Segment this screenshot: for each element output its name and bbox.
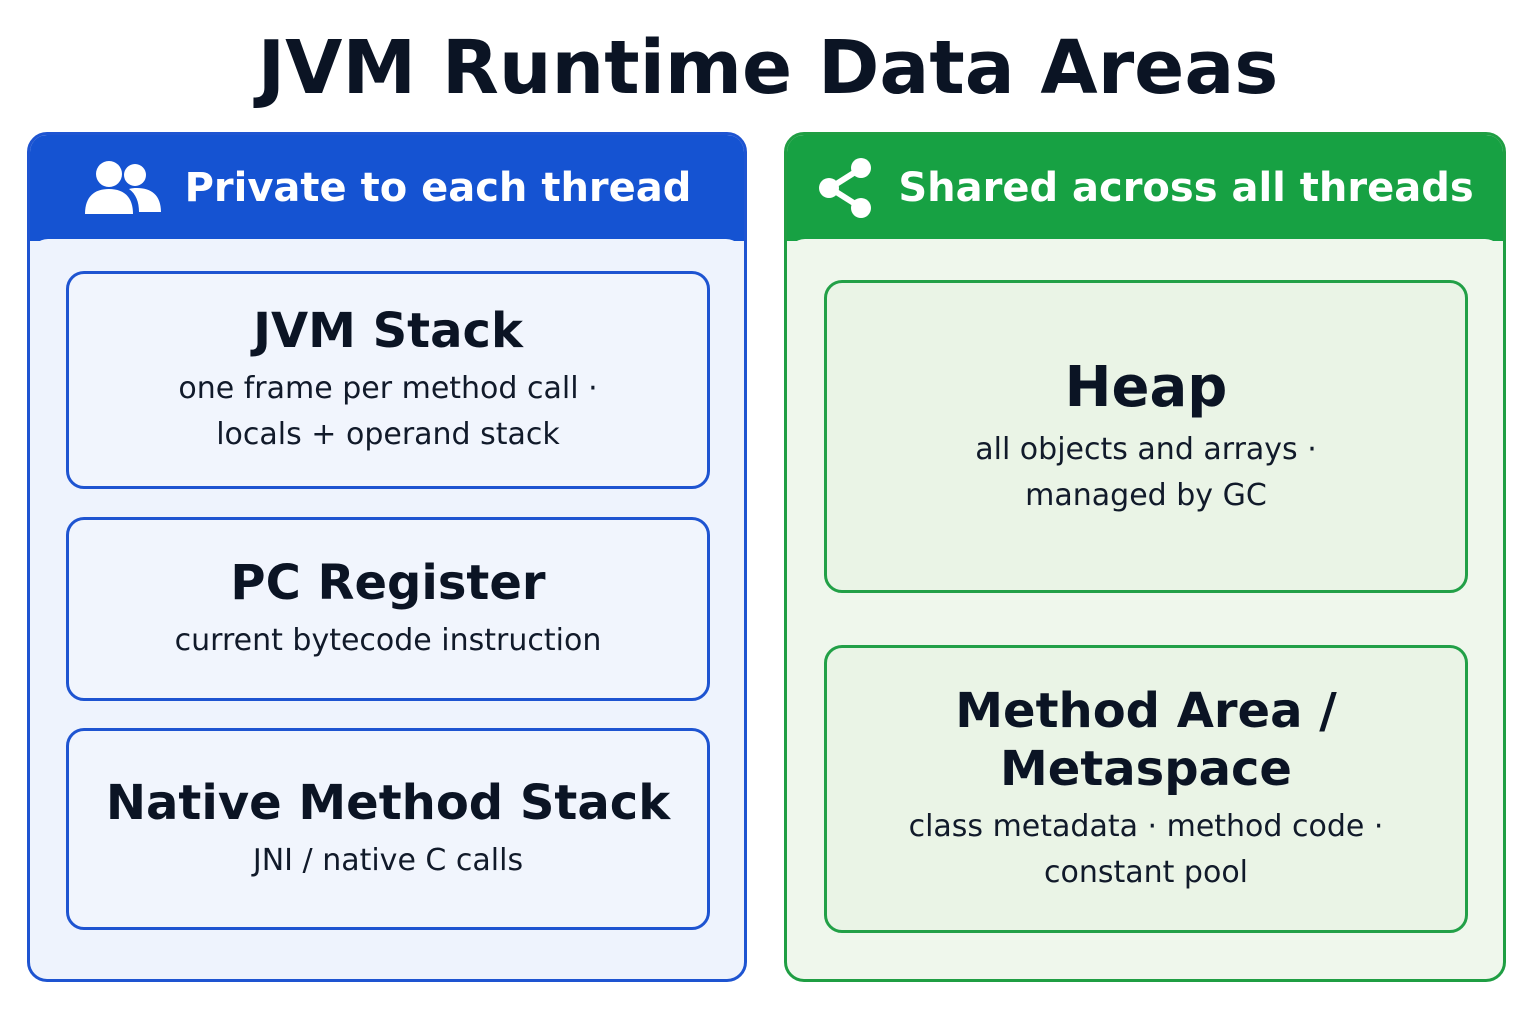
method-area-box: Method Area / Metaspace class metadata ·… [824, 645, 1468, 933]
private-panel-title: Private to each thread [184, 165, 692, 211]
shared-panel-header: Shared across all threads [787, 135, 1503, 241]
jvm-stack-desc-line1: one frame per method call · [178, 371, 598, 406]
diagram-title: JVM Runtime Data Areas [257, 25, 1279, 111]
jvm-stack-desc-line2: locals + operand stack [216, 417, 560, 452]
private-panel: Private to each thread JVM Stack one fra… [27, 132, 747, 982]
private-panel-header: Private to each thread [30, 135, 744, 241]
shared-panel-title: Shared across all threads [898, 165, 1474, 211]
jvm-stack-box: JVM Stack one frame per method call · lo… [66, 271, 710, 489]
heap-desc-line1: all objects and arrays · [975, 431, 1317, 467]
share-icon [816, 157, 876, 219]
method-area-name: Method Area / Metaspace [955, 683, 1337, 797]
jvm-stack-name: JVM Stack [253, 303, 523, 359]
shared-panel-body [787, 239, 1503, 263]
native-method-stack-box: Native Method Stack JNI / native C calls [66, 728, 710, 930]
method-area-desc-line2: constant pool [1043, 855, 1249, 890]
shared-panel: Shared across all threads Heap all objec… [784, 132, 1506, 982]
pc-register-box: PC Register current bytecode instruction [66, 517, 710, 701]
users-icon [83, 158, 163, 218]
heap-name: Heap [1064, 354, 1228, 420]
native-method-stack-name: Native Method Stack [105, 775, 671, 831]
pc-register-desc: current bytecode instruction [174, 623, 602, 658]
native-method-stack-desc: JNI / native C calls [252, 843, 524, 878]
heap-desc-line2: managed by GC [1025, 477, 1267, 513]
heap-box: Heap all objects and arrays · managed by… [824, 280, 1468, 593]
method-area-desc: class metadata · method code · constant … [909, 804, 1384, 896]
jvm-stack-desc: one frame per method call · locals + ope… [178, 366, 597, 458]
heap-desc: all objects and arrays · managed by GC [975, 427, 1317, 519]
method-area-desc-line1: class metadata · method code · [908, 809, 1384, 844]
private-panel-body [30, 239, 744, 263]
pc-register-name: PC Register [230, 555, 546, 611]
